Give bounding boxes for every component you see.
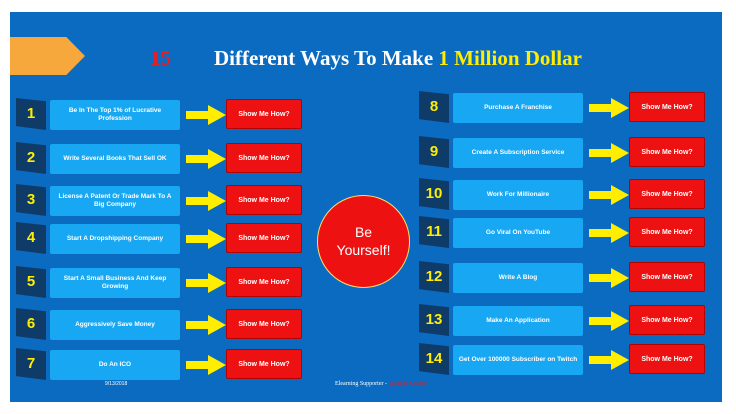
arrow-right-icon: [186, 149, 226, 169]
list-item-12: 12 Write A Blog Show Me How?: [419, 261, 709, 293]
title-text: Different Ways To Make: [214, 46, 434, 70]
item-label: Get Over 100000 Subscriber on Twitch: [453, 345, 583, 375]
show-me-how-button[interactable]: Show Me How?: [629, 179, 705, 209]
list-item-6: 6 Aggressively Save Money Show Me How?: [16, 308, 306, 340]
list-item-1: 1 Be In The Top 1% of Lucrative Professi…: [16, 98, 306, 130]
flag-icon: 1: [16, 98, 46, 130]
item-label: Make An Application: [453, 306, 583, 336]
item-label: Purchase A Franchise: [453, 93, 583, 123]
item-number: 13: [425, 311, 443, 328]
show-me-how-button[interactable]: Show Me How?: [226, 99, 302, 129]
list-item-2: 2 Write Several Books That Sell OK Show …: [16, 142, 306, 174]
show-me-how-button[interactable]: Show Me How?: [226, 267, 302, 297]
item-label: Work For Millionaire: [453, 180, 583, 210]
list-item-4: 4 Start A Dropshipping Company Show Me H…: [16, 222, 306, 254]
flag-icon: 7: [16, 348, 46, 380]
item-label: Start A Dropshipping Company: [50, 224, 180, 254]
flag-icon: 2: [16, 142, 46, 174]
title-number: 15: [150, 46, 171, 70]
flag-icon: 11: [419, 216, 449, 248]
arrow-right-icon: [186, 191, 226, 211]
item-label: Create A Subscription Service: [453, 138, 583, 168]
flag-icon: 14: [419, 343, 449, 375]
arrow-right-icon: [589, 143, 629, 163]
item-number: 5: [26, 273, 36, 290]
show-me-how-button[interactable]: Show Me How?: [226, 349, 302, 379]
flag-icon: 12: [419, 261, 449, 293]
title-highlight: 1 Million Dollar: [438, 46, 582, 70]
accent-tab: [10, 37, 85, 75]
item-label: License A Patent Or Trade Mark To A Big …: [50, 186, 180, 216]
page-title: 15 Different Ways To Make 1 Million Dolla…: [150, 46, 582, 71]
arrow-right-icon: [186, 273, 226, 293]
show-me-how-button[interactable]: Show Me How?: [629, 262, 705, 292]
item-number: 7: [26, 355, 36, 372]
list-item-14: 14 Get Over 100000 Subscriber on Twitch …: [419, 343, 709, 375]
item-number: 14: [425, 350, 443, 367]
arrow-right-icon: [589, 185, 629, 205]
item-label: Start A Small Business And Keep Growing: [50, 268, 180, 298]
arrow-right-icon: [589, 268, 629, 288]
flag-icon: 4: [16, 222, 46, 254]
flag-icon: 5: [16, 266, 46, 298]
list-item-8: 8 Purchase A Franchise Show Me How?: [419, 91, 709, 123]
footer-link[interactable]: Youtube Course: [388, 381, 427, 387]
arrow-right-icon: [186, 355, 226, 375]
item-number: 6: [26, 315, 36, 332]
item-number: 10: [425, 185, 443, 202]
show-me-how-button[interactable]: Show Me How?: [629, 217, 705, 247]
show-me-how-button[interactable]: Show Me How?: [629, 137, 705, 167]
slide-date: 9/13/2018: [105, 381, 128, 387]
item-label: Write Several Books That Sell OK: [50, 144, 180, 174]
arrow-right-icon: [589, 223, 629, 243]
show-me-how-button[interactable]: Show Me How?: [629, 92, 705, 122]
arrow-right-icon: [589, 350, 629, 370]
item-number: 2: [26, 149, 36, 166]
arrow-right-icon: [589, 98, 629, 118]
show-me-how-button[interactable]: Show Me How?: [226, 309, 302, 339]
flag-icon: 3: [16, 184, 46, 216]
item-label: Write A Blog: [453, 263, 583, 293]
list-item-3: 3 License A Patent Or Trade Mark To A Bi…: [16, 184, 306, 216]
item-label: Be In The Top 1% of Lucrative Profession: [50, 100, 180, 130]
flag-icon: 13: [419, 304, 449, 336]
footer: Elearning Supporter - Youtube Course: [335, 381, 427, 387]
list-item-9: 9 Create A Subscription Service Show Me …: [419, 136, 709, 168]
flag-icon: 8: [419, 91, 449, 123]
flag-icon: 10: [419, 178, 449, 210]
arrow-right-icon: [186, 229, 226, 249]
list-item-11: 11 Go Viral On YouTube Show Me How?: [419, 216, 709, 248]
item-number: 3: [26, 191, 36, 208]
item-number: 8: [429, 98, 439, 115]
item-number: 4: [26, 229, 36, 246]
item-label: Go Viral On YouTube: [453, 218, 583, 248]
show-me-how-button[interactable]: Show Me How?: [226, 223, 302, 253]
item-number: 11: [426, 223, 442, 240]
flag-icon: 6: [16, 308, 46, 340]
list-item-13: 13 Make An Application Show Me How?: [419, 304, 709, 336]
show-me-how-button[interactable]: Show Me How?: [226, 185, 302, 215]
show-me-how-button[interactable]: Show Me How?: [629, 305, 705, 335]
list-item-10: 10 Work For Millionaire Show Me How?: [419, 178, 709, 210]
item-number: 1: [26, 105, 36, 122]
show-me-how-button[interactable]: Show Me How?: [629, 344, 705, 374]
show-me-how-button[interactable]: Show Me How?: [226, 143, 302, 173]
arrow-right-icon: [186, 315, 226, 335]
arrow-right-icon: [589, 311, 629, 331]
flag-icon: 9: [419, 136, 449, 168]
item-number: 9: [429, 143, 439, 160]
be-yourself-circle: Be Yourself!: [317, 195, 410, 288]
item-number: 12: [425, 268, 443, 285]
arrow-right-icon: [186, 105, 226, 125]
list-item-7: 7 Do An ICO Show Me How?: [16, 348, 306, 380]
list-item-5: 5 Start A Small Business And Keep Growin…: [16, 266, 306, 298]
item-label: Aggressively Save Money: [50, 310, 180, 340]
item-label: Do An ICO: [50, 350, 180, 380]
footer-text: Elearning Supporter -: [335, 381, 389, 387]
